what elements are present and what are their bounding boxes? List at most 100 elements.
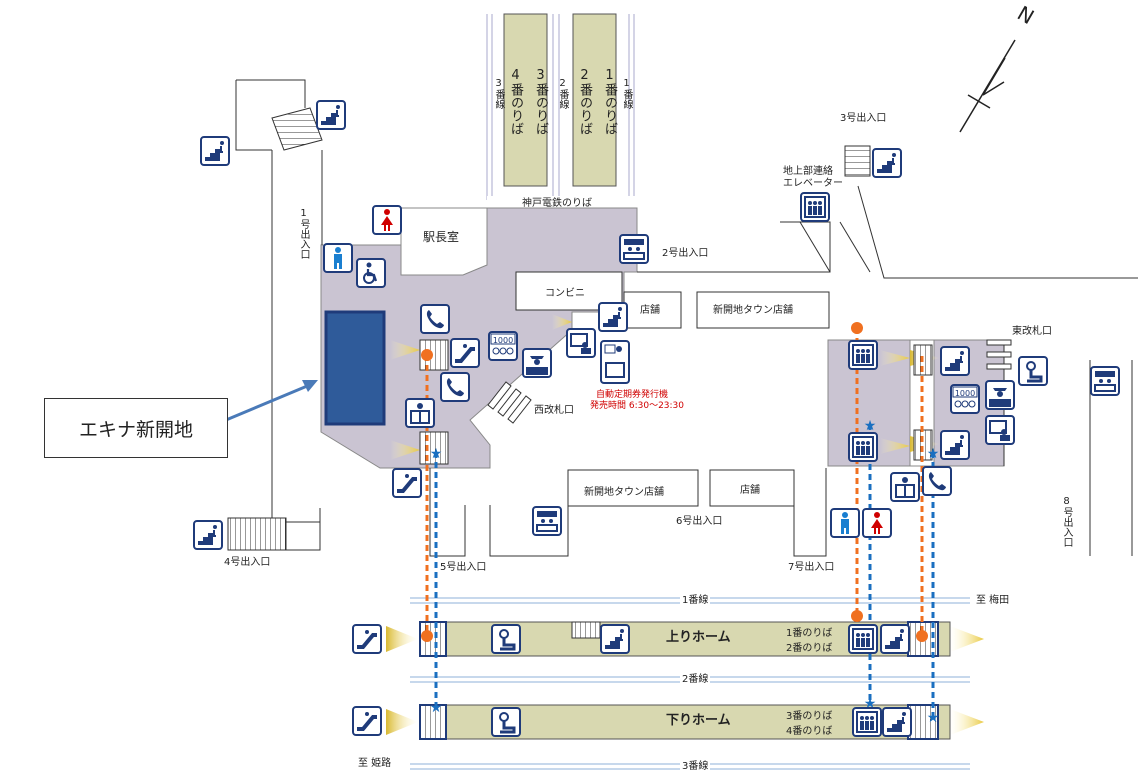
stairs-icon (598, 302, 628, 332)
ground-elevator-line2: エレベーター (783, 178, 843, 189)
west-ticket-gates (487, 381, 532, 424)
information-desk-icon (1090, 366, 1120, 396)
escalator-icon (352, 706, 382, 736)
stairs-icon (882, 707, 912, 737)
down-platform-line-1: 3番のりば (786, 711, 833, 722)
stairs-icon (940, 430, 970, 460)
coin-locker-icon (890, 472, 920, 502)
blue-routes (434, 424, 935, 716)
ekina-callout: エキナ新開地 (44, 398, 228, 458)
shop-box-mall-1 (696, 291, 830, 329)
svg-text:★: ★ (430, 446, 443, 462)
shop-box-3 (709, 469, 795, 507)
kobe-platform-area (486, 13, 637, 208)
escalator-icon (392, 468, 422, 498)
mens-toilet-icon (323, 243, 353, 273)
station-staff-icon (522, 348, 552, 378)
convenience-label: コンビニ (545, 288, 585, 299)
kobe-track-1: 1番線 (621, 78, 632, 109)
stationmaster-label: 駅長室 (423, 230, 460, 244)
coin-locker-icon (405, 398, 435, 428)
orange-routes (425, 328, 924, 636)
shop-label-2: 店舗 (740, 485, 760, 496)
svg-text:★: ★ (927, 446, 940, 462)
exit-6-label: 6号出入口 (676, 516, 723, 527)
information-desk-icon (532, 506, 562, 536)
shop-label-1: 店舗 (640, 305, 660, 316)
svg-text:★: ★ (430, 700, 443, 716)
escalator-icon (352, 624, 382, 654)
svg-text:★: ★ (927, 710, 940, 726)
east-gate-label: 東改札口 (1012, 326, 1052, 337)
exit-2-label: 2号出入口 (662, 248, 709, 259)
track-3-label: 3番線 (680, 761, 711, 772)
fare-sign-text: 1000 (493, 336, 513, 345)
ground-elevator-line1: 地上部連絡 (783, 166, 833, 177)
kobe-track-2: 2番線 (557, 78, 568, 109)
shop-box-mall-2 (567, 469, 699, 507)
to-himeji: 至 姫路 (358, 758, 392, 769)
ticket-vending-icon: 1000 (488, 331, 518, 361)
exit-5-label: 5号出入口 (440, 562, 487, 573)
ticket-machine-title: 自動定期券発行機 (596, 390, 669, 400)
elevator-icon (852, 707, 882, 737)
east-ticket-gates (986, 339, 1012, 370)
stationmaster-room (400, 207, 488, 276)
kobe-track-3: 3番線 (493, 78, 504, 109)
stairs-icon (940, 346, 970, 376)
kobe-platform-name: 神戸電鉄のりば (522, 198, 592, 209)
track-2-label: 2番線 (680, 674, 711, 685)
west-gate-label: 西改札口 (534, 405, 574, 416)
kobe-platform-1: 1番のりば (602, 68, 617, 135)
kobe-platform-4: 4番のりば (508, 68, 523, 135)
call-button-icon (491, 707, 521, 737)
up-platform-line-2: 2番のりば (786, 643, 833, 654)
svg-text:★: ★ (864, 418, 877, 434)
fare-sign-text: 1000 (955, 389, 975, 398)
exit-1-label: 1号出入口 (298, 208, 309, 259)
up-platform-line-1: 1番のりば (786, 628, 833, 639)
womens-toilet-icon (372, 205, 402, 235)
up-platform-name: 上りホーム (666, 630, 731, 645)
stairs-icon (600, 624, 630, 654)
kobe-platform-3: 3番のりば (533, 68, 548, 135)
exit3-stairs (844, 145, 871, 177)
station-staff-icon (985, 380, 1015, 410)
down-platform-name: 下りホーム (666, 713, 731, 728)
stairs-icon (200, 136, 230, 166)
exit-3-label: 3号出入口 (840, 113, 887, 124)
stairs-icon (316, 100, 346, 130)
womens-toilet-icon (862, 508, 892, 538)
commuter-pass-machine-icon (600, 340, 630, 384)
accessible-toilet-icon (356, 258, 386, 288)
elevator-icon (800, 192, 830, 222)
mall-shops-label-2: 新開地タウン店舗 (584, 487, 664, 498)
escalator-icon (450, 338, 480, 368)
shop-box-1 (623, 291, 682, 329)
elevator-icon (848, 624, 878, 654)
north-arrow (959, 39, 1016, 133)
exit-7-label: 7号出入口 (788, 562, 835, 573)
call-button-icon (1018, 356, 1048, 386)
exit1-stairs (271, 107, 323, 151)
to-umeda: 至 梅田 (976, 595, 1010, 606)
mens-toilet-icon (830, 508, 860, 538)
down-platform-line-2: 4番のりば (786, 726, 833, 737)
kobe-platform-2: 2番のりば (577, 68, 592, 135)
stairs-icon (880, 624, 910, 654)
fare-adjustment-icon (566, 328, 596, 358)
exit-4-label: 4号出入口 (224, 557, 271, 568)
exit4-stairs (227, 517, 287, 551)
phone-icon (440, 372, 470, 402)
ekina-area (324, 310, 386, 426)
mall-shops-label-1: 新開地タウン店舗 (713, 305, 793, 316)
west-escalator-down (419, 431, 449, 465)
call-button-icon (491, 624, 521, 654)
fare-adjustment-icon (985, 415, 1015, 445)
stairs-icon (872, 148, 902, 178)
elevator-icon (848, 432, 878, 462)
ticket-machine-hours: 発売時間 6:30～23:30 (590, 401, 685, 411)
information-desk-icon (619, 234, 649, 264)
stairs-icon (193, 520, 223, 550)
phone-icon (922, 466, 952, 496)
